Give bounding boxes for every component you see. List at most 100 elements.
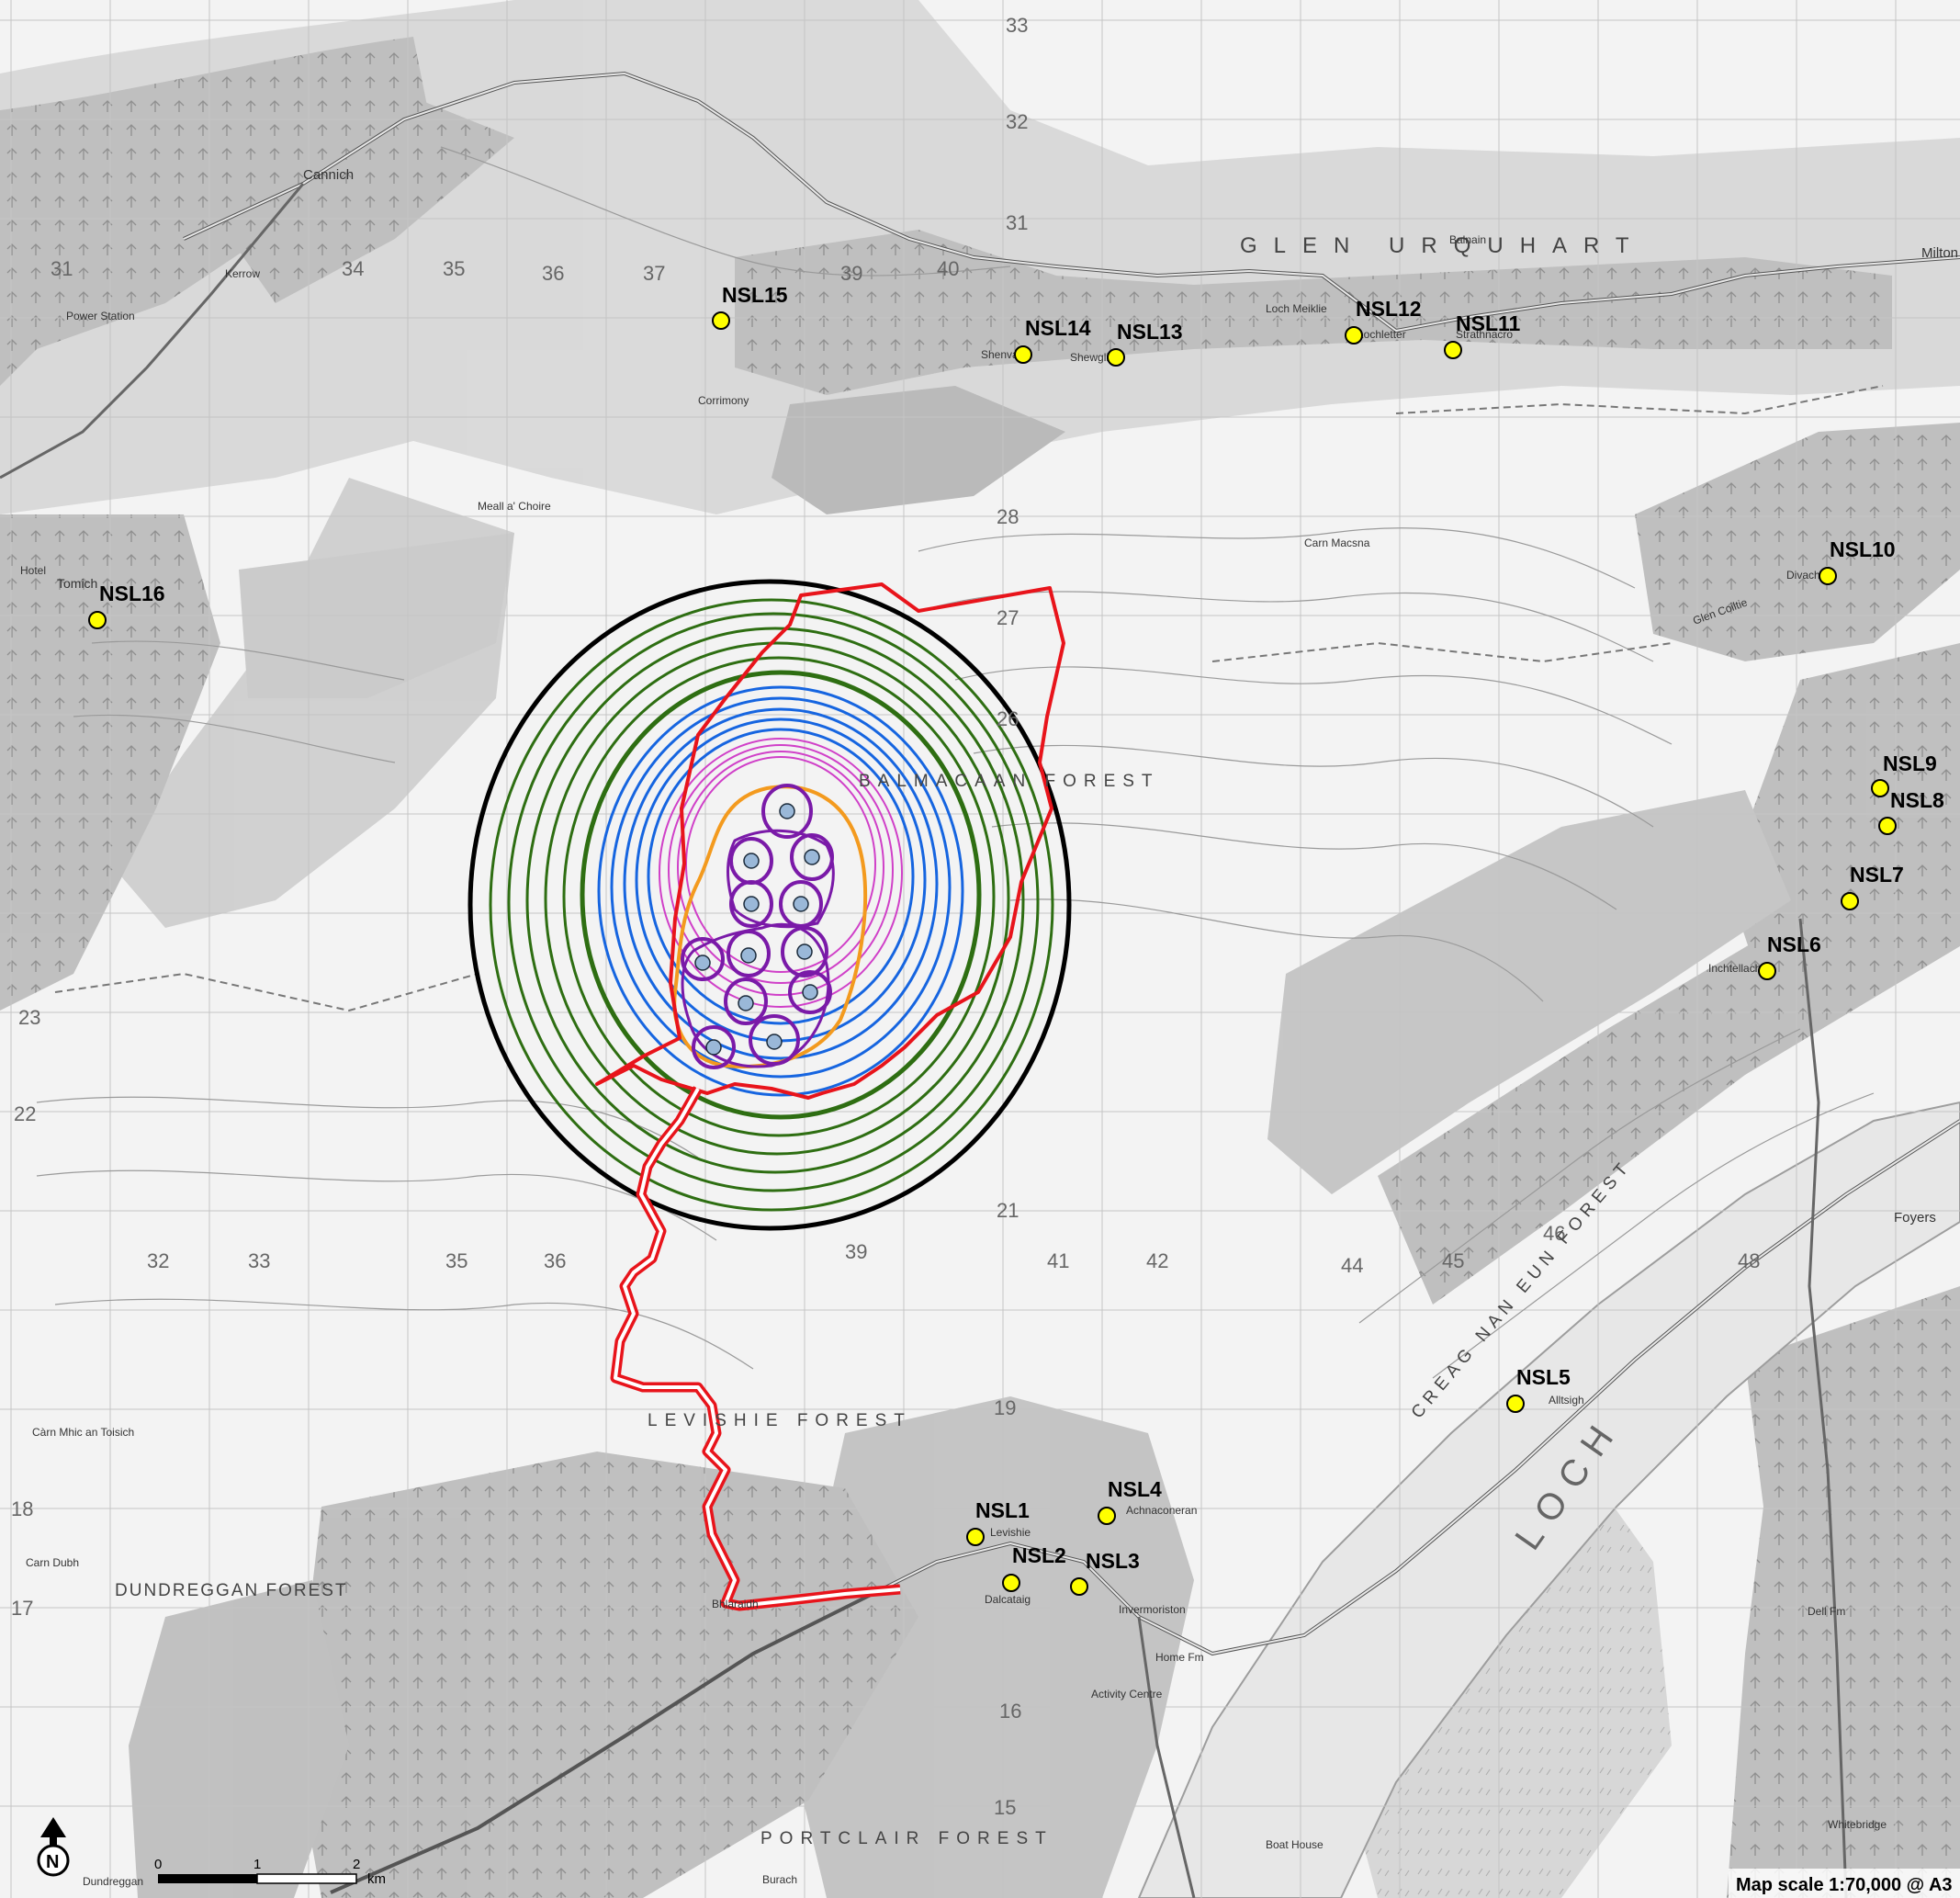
turbine-icon (796, 943, 813, 960)
place-names: Cannich Tomich Foyers Milton Invermorist… (20, 167, 1958, 1888)
receptor-nsl2[interactable]: NSL2 (1002, 1543, 1066, 1592)
receptor-marker (1758, 962, 1776, 980)
place-milton: Milton (1921, 245, 1958, 261)
access-track (610, 1086, 901, 1611)
roads (0, 71, 1960, 1898)
receptor-nsl13[interactable]: NSL13 (1107, 320, 1183, 367)
grid-easting-44: 44 (1341, 1254, 1363, 1277)
scale-tick-1: 1 (253, 1857, 261, 1872)
receptors: NSL1 NSL2 NSL3 NSL4 NSL5 NSL6 NSL7 NSL8 (88, 283, 1944, 1596)
receptor-nsl6[interactable]: NSL6 (1758, 932, 1821, 980)
receptor-marker (1444, 341, 1462, 359)
grid-northing-27: 27 (997, 606, 1019, 629)
grid-easting-39: 39 (840, 262, 862, 285)
place-divach: Divach (1786, 569, 1820, 582)
receptor-marker (1107, 348, 1125, 367)
place-cannich: Cannich (303, 167, 354, 183)
receptor-label: NSL16 (99, 582, 165, 605)
scale-unit: km (367, 1871, 386, 1887)
receptor-nsl12[interactable]: NSL12 (1345, 297, 1422, 345)
grid-references: 31 33 32 31 34 35 36 37 39 40 28 27 26 2… (11, 14, 1760, 1819)
receptor-nsl11[interactable]: NSL11 (1444, 311, 1521, 359)
place-power-station: Power Station (66, 310, 135, 322)
receptor-label: NSL2 (1012, 1543, 1066, 1567)
place-corrimony: Corrimony (698, 394, 749, 407)
turbine-icon (766, 1034, 783, 1050)
label-dundreggan-forest: DUNDREGGAN FOREST (115, 1581, 348, 1600)
terrain-contours (36, 146, 1875, 1379)
place-dell-fm: Dell Fm (1808, 1605, 1845, 1618)
receptor-nsl10[interactable]: NSL10 (1819, 537, 1896, 585)
place-carn-macsna: Carn Macsna (1304, 537, 1370, 549)
receptor-nsl15[interactable]: NSL15 (712, 283, 788, 330)
place-boat-house: Boat House (1266, 1838, 1324, 1851)
receptor-nsl8[interactable]: NSL8 (1878, 788, 1944, 835)
place-achnaconeran: Achnaconeran (1126, 1504, 1197, 1517)
place-meall-a-choire: Meall a' Choire (478, 500, 551, 513)
receptor-label: NSL8 (1890, 788, 1944, 812)
place-home-fm: Home Fm (1155, 1651, 1204, 1664)
place-strathnacro: Strathnacro (1456, 328, 1513, 341)
receptor-nsl4[interactable]: NSL4 (1098, 1477, 1162, 1525)
place-levishie: Levishie (990, 1526, 1031, 1539)
receptor-label: NSL7 (1850, 863, 1904, 887)
receptor-marker (1345, 326, 1363, 345)
receptor-label: NSL15 (722, 283, 788, 307)
grid-easting-31: 31 (51, 257, 73, 280)
place-alltsigh: Alltsigh (1549, 1394, 1584, 1407)
place-carn-mhic-an-toisich: Càrn Mhic an Toisich (32, 1426, 134, 1439)
place-hotel: Hotel (20, 564, 46, 577)
turbine-icon (743, 853, 760, 869)
grid-northing-16: 16 (999, 1700, 1021, 1723)
grid-easting-33: 33 (248, 1249, 270, 1272)
grid-easting-36b: 36 (544, 1249, 566, 1272)
receptor-label: NSL12 (1356, 297, 1422, 321)
receptor-marker (712, 311, 730, 330)
receptor-nsl7[interactable]: NSL7 (1841, 863, 1904, 910)
place-inchtellach: Inchtellach (1708, 962, 1761, 975)
turbine-icon (694, 955, 711, 971)
receptor-nsl16[interactable]: NSL16 (88, 582, 165, 629)
contours-pink (659, 738, 903, 1008)
receptor-marker (1070, 1577, 1088, 1596)
contours-blue (597, 685, 964, 1097)
grid-easting-36: 36 (542, 262, 564, 285)
receptor-marker (1841, 892, 1859, 910)
receptor-nsl1[interactable]: NSL1 (966, 1498, 1030, 1546)
grid-northing-18: 18 (11, 1497, 33, 1520)
place-carn-dubh: Carn Dubh (26, 1556, 79, 1569)
label-levishie-forest: LEVISHIE FOREST (648, 1411, 912, 1430)
map-scale-text: Map scale 1:70,000 @ A3 (1736, 1875, 1953, 1895)
receptor-label: NSL6 (1767, 932, 1821, 956)
turbine-icon (738, 995, 754, 1011)
receptor-marker (966, 1528, 985, 1546)
grid-easting-35b: 35 (445, 1249, 467, 1272)
place-shewglie: Shewglie (1070, 351, 1115, 364)
receptor-marker (1506, 1395, 1525, 1413)
grid-northing-21: 21 (997, 1199, 1019, 1222)
place-lochletter: Lochletter (1357, 328, 1406, 341)
scale-bar: 0 1 2 km (154, 1857, 386, 1887)
place-loch-meiklie: Loch Meiklie (1266, 302, 1327, 315)
grid-easting-40: 40 (937, 257, 959, 280)
receptor-nsl9[interactable]: NSL9 (1871, 751, 1937, 797)
receptor-nsl3[interactable]: NSL3 (1070, 1549, 1140, 1596)
receptor-label: NSL5 (1516, 1365, 1571, 1389)
receptor-marker (1098, 1507, 1116, 1525)
grid-easting-42: 42 (1146, 1249, 1168, 1272)
contours-green (489, 598, 1054, 1212)
receptor-nsl5[interactable]: NSL5 (1506, 1365, 1571, 1413)
scale-tick-2: 2 (353, 1857, 360, 1872)
label-portclair-forest: PORTCLAIR FOREST (760, 1829, 1053, 1848)
place-balnain: Balnain (1449, 233, 1486, 246)
grid-northing-31: 31 (1006, 211, 1028, 234)
grid-easting-37: 37 (643, 262, 665, 285)
place-kerrow: Kerrow (225, 267, 260, 280)
receptor-nsl14[interactable]: NSL14 (1014, 316, 1091, 364)
receptor-label: NSL14 (1025, 316, 1091, 340)
label-balmacaan-forest: BALMACAAN FOREST (859, 772, 1160, 791)
turbine-icon (804, 849, 820, 865)
receptor-label: NSL10 (1830, 537, 1896, 561)
place-dundreggan: Dundreggan (83, 1875, 143, 1888)
